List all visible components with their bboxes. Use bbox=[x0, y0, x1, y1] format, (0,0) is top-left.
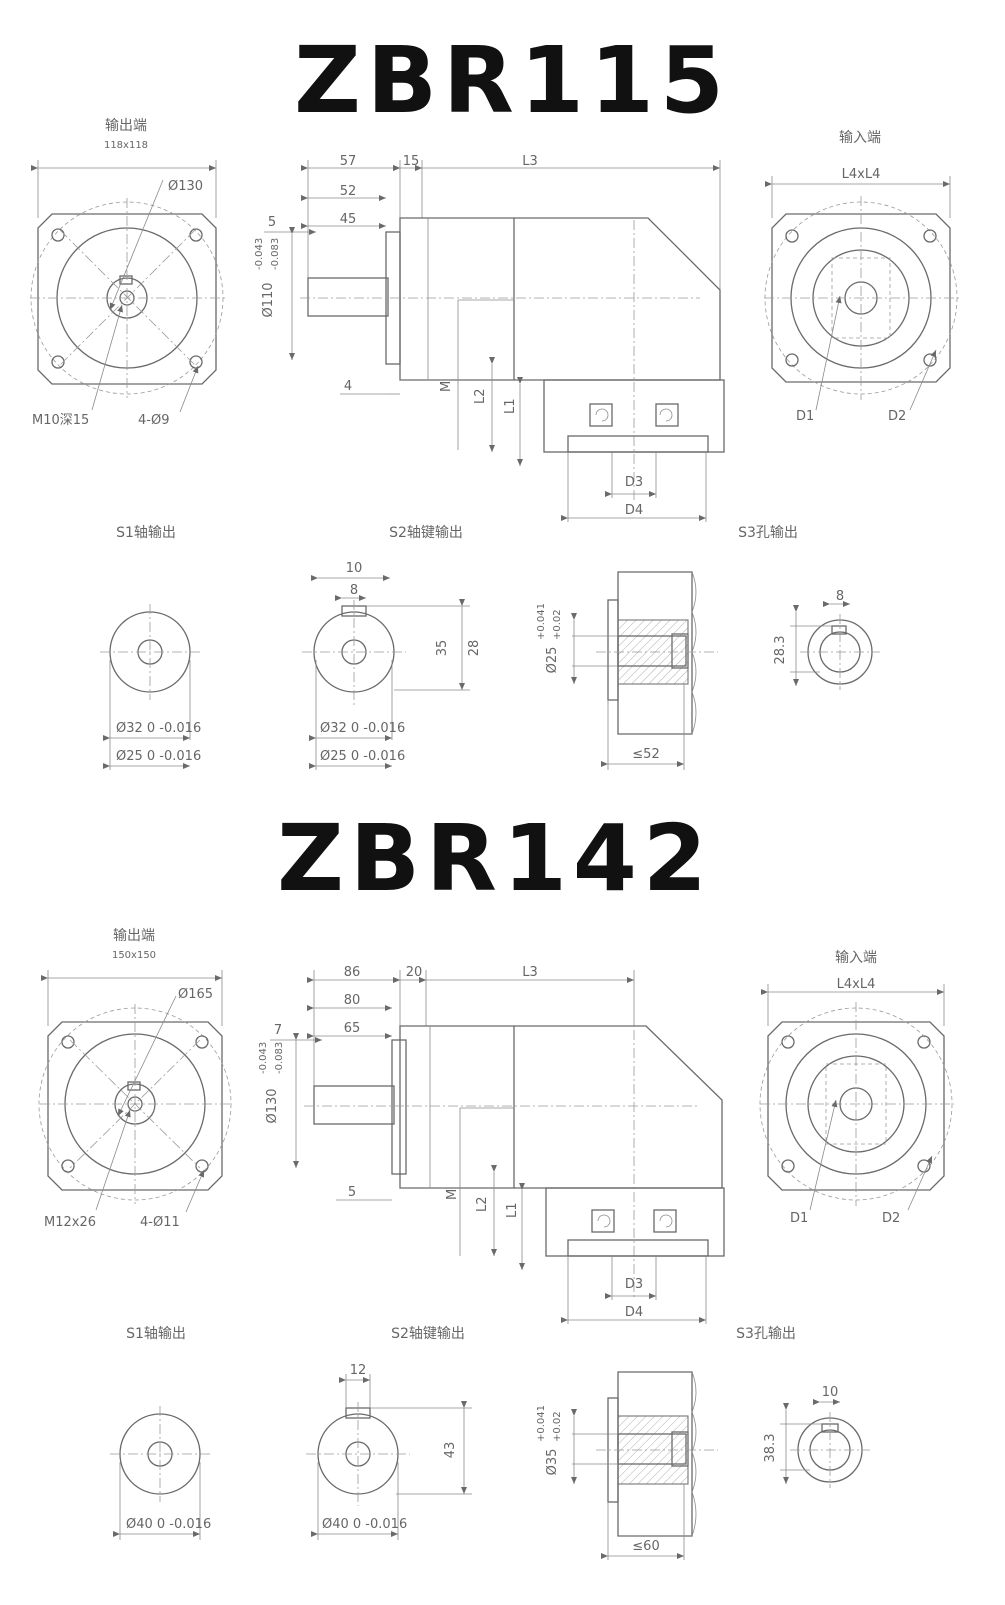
dim-m: M bbox=[445, 1189, 460, 1200]
s2-key-height-b: 28 bbox=[467, 640, 482, 657]
flange-tolerance-b: -0.083 bbox=[274, 1042, 285, 1074]
flange-tolerance-a: -0.043 bbox=[254, 238, 265, 270]
shaft-options-115: S1轴输出 S2轴键输出 S3孔输出 Ø32 0 -0.016 Ø25 0 -0… bbox=[100, 525, 880, 770]
dim-l2: L2 bbox=[473, 388, 488, 404]
dim-l3: L3 bbox=[522, 965, 538, 980]
output-flange-size: 118x118 bbox=[104, 140, 148, 151]
output-end-label: 输出端 bbox=[113, 928, 155, 944]
dim-57: 57 bbox=[340, 154, 357, 169]
s1-dia-outer: Ø40 0 -0.016 bbox=[126, 1517, 211, 1532]
s1-label: S1轴输出 bbox=[126, 1326, 186, 1342]
output-flange-size: 150x150 bbox=[112, 950, 156, 961]
mounting-hole-callout: 4-Ø9 bbox=[138, 413, 169, 428]
s3-key-depth: 38.3 bbox=[763, 1434, 778, 1463]
model-title-zbr142: ZBR142 bbox=[277, 805, 713, 912]
flange-diameter: Ø110 bbox=[261, 282, 276, 317]
dim-l1: L1 bbox=[505, 1202, 520, 1218]
s3-bore-tol-a: +0.041 bbox=[536, 1405, 547, 1442]
s2-key-length: 10 bbox=[346, 561, 363, 576]
dim-86: 86 bbox=[344, 965, 361, 980]
s3-label: S3孔输出 bbox=[736, 1326, 796, 1342]
input-d2: D2 bbox=[882, 1211, 900, 1226]
dim-m: M bbox=[439, 381, 454, 392]
input-flange-size: L4xL4 bbox=[837, 977, 876, 992]
dim-20: 20 bbox=[406, 965, 423, 980]
s3-key-width: 10 bbox=[822, 1385, 839, 1400]
dim-80: 80 bbox=[344, 993, 361, 1008]
dim-d3: D3 bbox=[625, 1277, 643, 1292]
s2-dia-outer: Ø32 0 -0.016 bbox=[320, 721, 405, 736]
flange-tolerance-b: -0.083 bbox=[270, 238, 281, 270]
output-end-view-142: 输出端 150x150 Ø165 M12x26 4-Ø11 bbox=[38, 928, 232, 1230]
s2-label: S2轴键输出 bbox=[389, 525, 463, 541]
input-d2: D2 bbox=[888, 409, 906, 424]
input-flange-size: L4xL4 bbox=[842, 167, 881, 182]
s3-bore-tol-b: +0.02 bbox=[552, 1411, 563, 1442]
s2-key-width: 12 bbox=[350, 1363, 367, 1378]
s3-bore: Ø35 bbox=[545, 1449, 560, 1476]
dim-45: 45 bbox=[340, 212, 357, 227]
s3-key-width: 8 bbox=[836, 589, 844, 604]
s3-bore-tol-b: +0.02 bbox=[552, 609, 563, 640]
s2-key-height: 43 bbox=[443, 1442, 458, 1459]
dim-d4: D4 bbox=[625, 503, 643, 518]
s3-bore: Ø25 bbox=[545, 647, 560, 674]
dim-4: 4 bbox=[344, 379, 352, 394]
dim-l2: L2 bbox=[475, 1196, 490, 1212]
flange-tolerance-a: -0.043 bbox=[258, 1042, 269, 1074]
s3-depth: ≤60 bbox=[632, 1539, 659, 1554]
output-end-view-115: 输出端 118x118 Ø130 M10深15 4-Ø9 bbox=[30, 118, 226, 428]
s2-dia-outer: Ø40 0 -0.016 bbox=[322, 1517, 407, 1532]
input-d1: D1 bbox=[796, 409, 814, 424]
tapped-hole-callout: M12x26 bbox=[44, 1215, 96, 1230]
side-view-115: 57 15 L3 52 45 5 Ø110 -0.043 -0.083 bbox=[254, 154, 725, 522]
pcd-diameter: Ø165 bbox=[178, 987, 213, 1002]
s1-dia-shaft: Ø25 0 -0.016 bbox=[116, 749, 201, 764]
dim-65: 65 bbox=[344, 1021, 361, 1036]
mounting-hole-callout: 4-Ø11 bbox=[140, 1215, 180, 1230]
dim-52: 52 bbox=[340, 184, 357, 199]
flange-diameter: Ø130 bbox=[265, 1088, 280, 1123]
dim-d3: D3 bbox=[625, 475, 643, 490]
s1-dia-outer: Ø32 0 -0.016 bbox=[116, 721, 201, 736]
dim-d4: D4 bbox=[625, 1305, 643, 1320]
pcd-diameter: Ø130 bbox=[168, 179, 203, 194]
s3-label: S3孔输出 bbox=[738, 525, 798, 541]
input-end-view-142: 输入端 L4xL4 D1 D2 bbox=[759, 950, 954, 1226]
model-title-zbr115: ZBR115 bbox=[294, 27, 730, 134]
s2-label: S2轴键输出 bbox=[391, 1326, 465, 1342]
input-end-view-115: 输入端 L4xL4 D1 D2 bbox=[764, 130, 960, 424]
dim-15: 15 bbox=[403, 154, 420, 169]
s3-bore-tol-a: +0.041 bbox=[536, 603, 547, 640]
input-end-label: 输入端 bbox=[835, 950, 877, 966]
tapped-hole-callout: M10深15 bbox=[32, 413, 89, 428]
shaft-options-142: S1轴输出 S2轴键输出 S3孔输出 Ø40 0 -0.016 12 43 Ø4… bbox=[110, 1326, 870, 1560]
dim-7: 7 bbox=[274, 1023, 282, 1038]
dim-l1: L1 bbox=[503, 398, 518, 414]
input-d1: D1 bbox=[790, 1211, 808, 1226]
s2-dia-shaft: Ø25 0 -0.016 bbox=[320, 749, 405, 764]
input-end-label: 输入端 bbox=[839, 130, 881, 146]
s2-key-width: 8 bbox=[350, 583, 358, 598]
s3-key-depth: 28.3 bbox=[773, 636, 788, 665]
dim-5: 5 bbox=[348, 1185, 356, 1200]
s1-label: S1轴输出 bbox=[116, 525, 176, 541]
dim-l3: L3 bbox=[522, 154, 538, 169]
side-view-142: 86 20 L3 80 65 7 Ø130 -0.043 -0.083 5 bbox=[258, 965, 725, 1324]
output-end-label: 输出端 bbox=[105, 118, 147, 134]
dim-5: 5 bbox=[268, 215, 276, 230]
s3-depth: ≤52 bbox=[632, 747, 659, 762]
s2-key-height-a: 35 bbox=[435, 640, 450, 657]
